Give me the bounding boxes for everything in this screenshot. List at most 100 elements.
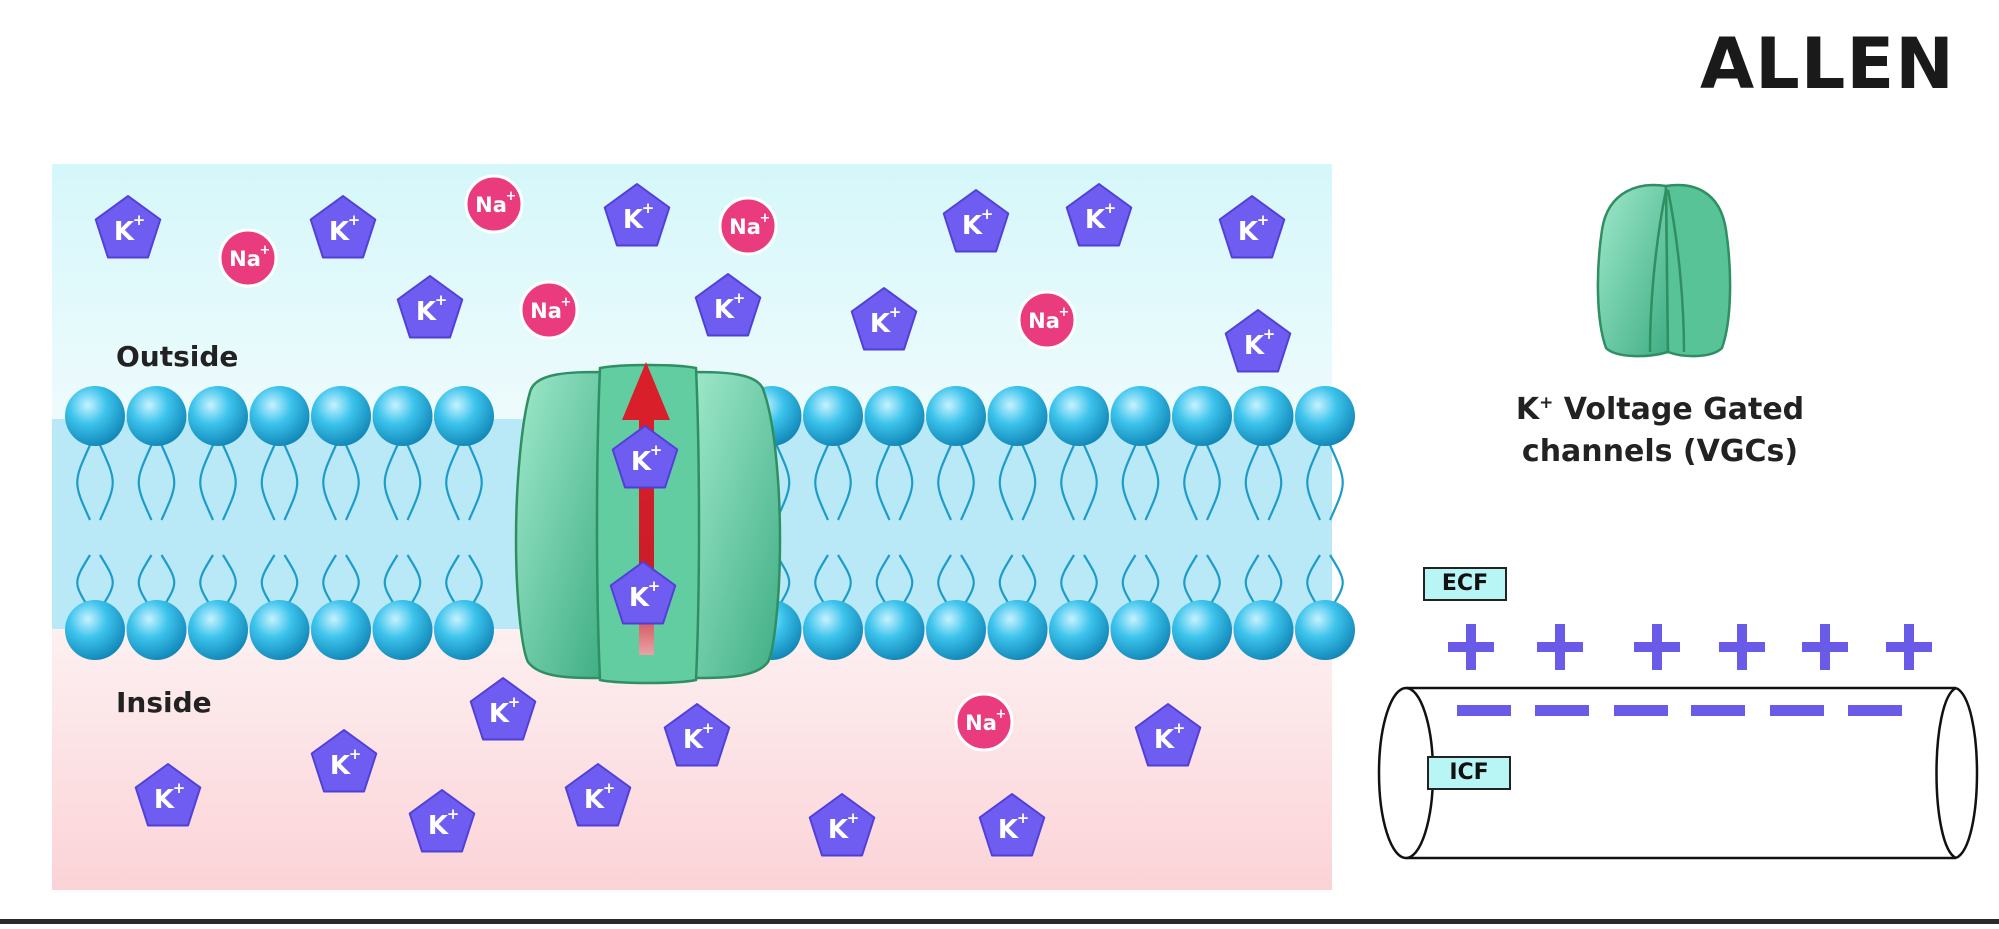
sodium-ion-shape xyxy=(954,692,1014,752)
potassium-ion-symbol: K xyxy=(489,699,510,729)
lipid-tail xyxy=(898,444,914,521)
lipid-tail xyxy=(1121,444,1137,521)
sodium-ion-symbol: Na xyxy=(965,711,997,735)
positive-charge xyxy=(1737,624,1747,670)
lipid-tail xyxy=(959,444,975,521)
potassium-ion-shape xyxy=(850,287,918,351)
potassium-ion-shape xyxy=(564,763,632,827)
potassium-ion-shape xyxy=(469,677,537,741)
channel-legend-icon xyxy=(1596,183,1732,358)
allen-logo: ALLEN xyxy=(1700,23,1955,105)
phospholipid-head xyxy=(65,600,125,660)
potassium-ion: K+ xyxy=(942,189,1010,253)
phospholipid-head xyxy=(372,600,433,660)
sodium-ion-shape xyxy=(218,228,278,288)
lipid-tail xyxy=(1183,444,1199,521)
sodium-ion-symbol: Na xyxy=(729,215,761,239)
lipid-tail xyxy=(1144,444,1160,521)
cable-right-end xyxy=(1955,686,1979,860)
potassium-ion-charge: + xyxy=(173,779,186,797)
potassium-ion-charge: + xyxy=(1257,211,1270,229)
phospholipid-head xyxy=(311,386,371,446)
cable-right-end-inner xyxy=(1935,686,1957,860)
potassium-ion-symbol: K xyxy=(1238,217,1259,247)
potassium-ion-charge: + xyxy=(648,577,661,595)
legend-ion-symbol: K xyxy=(1515,392,1540,427)
phospholipid-head xyxy=(65,386,125,446)
potassium-ion-symbol: K xyxy=(1244,331,1265,361)
potassium-ion: K+ xyxy=(408,789,476,853)
phospholipid-head xyxy=(1295,386,1355,446)
positive-charge xyxy=(1652,624,1662,670)
outside-label: Outside xyxy=(116,340,239,373)
potassium-ion-charge: + xyxy=(650,441,663,459)
potassium-ion-symbol: K xyxy=(629,583,650,613)
negative-charge xyxy=(1457,705,1511,716)
sodium-ion-symbol: Na xyxy=(475,193,507,217)
sodium-ion-shape xyxy=(519,280,579,340)
potassium-ion: K+ xyxy=(808,793,876,857)
potassium-ion-charge: + xyxy=(889,303,902,321)
sodium-ion: Na+ xyxy=(1017,290,1077,350)
potassium-ion: K+ xyxy=(134,763,202,827)
sodium-ion-charge: + xyxy=(996,707,1007,722)
lipid-tail xyxy=(445,444,461,521)
phospholipid-head xyxy=(1049,386,1109,446)
negative-charge xyxy=(1848,705,1902,716)
phospholipid-head xyxy=(864,600,925,660)
potassium-ion-symbol: K xyxy=(828,815,849,845)
negative-charge xyxy=(1770,705,1824,716)
phospholipid-head xyxy=(803,386,863,446)
icf-tag: ICF xyxy=(1427,756,1511,790)
potassium-ion-shape xyxy=(1134,703,1202,767)
sodium-ion-shape xyxy=(1017,290,1077,350)
phospholipid-head xyxy=(1049,600,1109,660)
potassium-ion-charge: + xyxy=(447,805,460,823)
lipid-tail xyxy=(98,444,114,521)
positive-charge xyxy=(1904,624,1914,670)
channel-legend-title: K+ Voltage Gated channels (VGCs) xyxy=(1505,382,1815,473)
legend-channel-seam xyxy=(1648,189,1686,353)
potassium-ion-symbol: K xyxy=(631,447,652,477)
lipid-tail xyxy=(1021,444,1037,521)
phospholipid-head xyxy=(249,600,310,660)
phospholipid-head xyxy=(1295,600,1355,660)
lipid-tail xyxy=(199,444,215,521)
legend-ion-charge: + xyxy=(1539,393,1554,413)
potassium-ion-symbol: K xyxy=(584,785,605,815)
lipid-tail xyxy=(1306,444,1322,521)
lipid-tail xyxy=(1060,444,1076,521)
potassium-ion-symbol: K xyxy=(330,751,351,781)
phospholipid-head xyxy=(249,386,310,446)
legend-channel-right xyxy=(1664,183,1732,358)
potassium-ion-shape xyxy=(663,703,731,767)
sodium-ion-symbol: Na xyxy=(530,299,562,323)
potassium-ion: K+ xyxy=(1218,195,1286,259)
potassium-ion-shape xyxy=(396,275,464,339)
phospholipid-head xyxy=(434,600,494,660)
lipid-tail xyxy=(875,444,891,521)
potassium-ion-shape xyxy=(310,729,378,793)
potassium-ion-shape xyxy=(134,763,202,827)
negative-charge xyxy=(1535,705,1589,716)
phospholipid-head xyxy=(311,600,371,660)
negative-charge xyxy=(1614,705,1668,716)
sodium-ion-charge: + xyxy=(260,243,271,258)
potassium-ion-shape xyxy=(1065,183,1133,247)
potassium-ion: K+ xyxy=(1224,309,1292,373)
potassium-ion-charge: + xyxy=(1017,809,1030,827)
potassium-ion: K+ xyxy=(603,183,671,247)
potassium-ion-charge: + xyxy=(349,745,362,763)
legend-channel-left xyxy=(1596,183,1670,358)
channel-right-subunit xyxy=(688,370,782,680)
potassium-ion-symbol: K xyxy=(623,205,644,235)
phospholipid-head xyxy=(926,386,986,446)
sodium-ion-shape xyxy=(464,174,524,234)
sodium-ion: Na+ xyxy=(464,174,524,234)
lipid-tail xyxy=(775,444,791,521)
potassium-ion-symbol: K xyxy=(714,295,735,325)
potassium-ion-charge: + xyxy=(981,205,994,223)
potassium-ion: K+ xyxy=(694,273,762,337)
lipid-tail xyxy=(1205,444,1221,521)
